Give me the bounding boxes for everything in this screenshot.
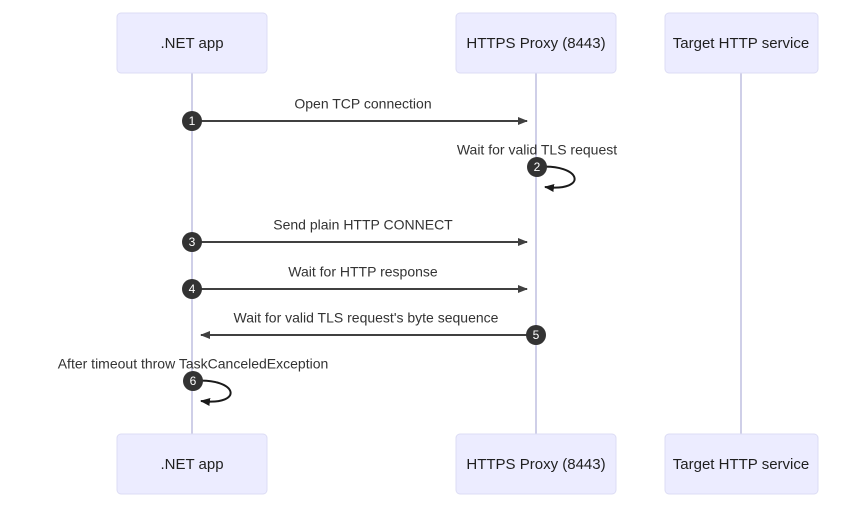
actor-box-target-service[interactable] (664, 12, 819, 74)
message-label-3: Send plain HTTP CONNECT (273, 217, 453, 233)
message-2[interactable]: Wait for valid TLS request 2 (457, 142, 617, 192)
actor-footer-https-proxy[interactable]: HTTPS Proxy (8443) (455, 433, 617, 495)
actor-label-https-proxy: HTTPS Proxy (8443) (466, 35, 605, 52)
actor-header-dotnet-app[interactable]: .NET app (116, 12, 268, 74)
actor-label-footer-https-proxy: HTTPS Proxy (8443) (466, 456, 605, 473)
message-3[interactable]: Send plain HTTP CONNECT 3 (182, 217, 528, 252)
step-badge-5 (526, 325, 546, 345)
actor-box-https-proxy[interactable] (455, 12, 617, 74)
step-badge-label-4: 4 (189, 282, 196, 296)
message-6[interactable]: After timeout throw TaskCanceledExceptio… (58, 356, 329, 406)
actor-box-footer-target-service[interactable] (664, 433, 819, 495)
message-1[interactable]: Open TCP connection 1 (182, 96, 528, 131)
message-label-5: Wait for valid TLS request's byte sequen… (234, 310, 499, 326)
actor-header-https-proxy[interactable]: HTTPS Proxy (8443) (455, 12, 617, 74)
step-badge-label-6: 6 (190, 374, 197, 388)
message-selfloop-6 (192, 379, 232, 406)
actor-box-footer-dotnet-app[interactable] (116, 433, 268, 495)
actor-label-target-service: Target HTTP service (673, 35, 809, 52)
step-badge-label-2: 2 (534, 160, 541, 174)
actor-label-footer-target-service: Target HTTP service (673, 456, 809, 473)
actor-header-target-service[interactable]: Target HTTP service (664, 12, 819, 74)
message-4[interactable]: Wait for HTTP response 4 (182, 264, 528, 299)
step-badge-4 (182, 279, 202, 299)
step-badge-2 (527, 157, 547, 177)
lifelines (191, 73, 742, 434)
step-badge-1 (182, 111, 202, 131)
actor-label-dotnet-app: .NET app (160, 35, 223, 52)
message-label-6: After timeout throw TaskCanceledExceptio… (58, 356, 329, 372)
step-badge-label-3: 3 (189, 235, 196, 249)
actor-box-footer-https-proxy[interactable] (455, 433, 617, 495)
step-badge-label-1: 1 (189, 114, 196, 128)
message-label-4: Wait for HTTP response (288, 264, 438, 280)
actor-footer-target-service[interactable]: Target HTTP service (664, 433, 819, 495)
step-badge-3 (182, 232, 202, 252)
message-selfloop-2 (536, 165, 576, 192)
actor-box-dotnet-app[interactable] (116, 12, 268, 74)
actor-footer-dotnet-app[interactable]: .NET app (116, 433, 268, 495)
message-label-2: Wait for valid TLS request (457, 142, 617, 158)
step-badge-6 (183, 371, 203, 391)
message-label-1: Open TCP connection (294, 96, 431, 112)
message-5[interactable]: Wait for valid TLS request's byte sequen… (200, 310, 546, 345)
actor-label-footer-dotnet-app: .NET app (160, 456, 223, 473)
step-badge-label-5: 5 (533, 328, 540, 342)
